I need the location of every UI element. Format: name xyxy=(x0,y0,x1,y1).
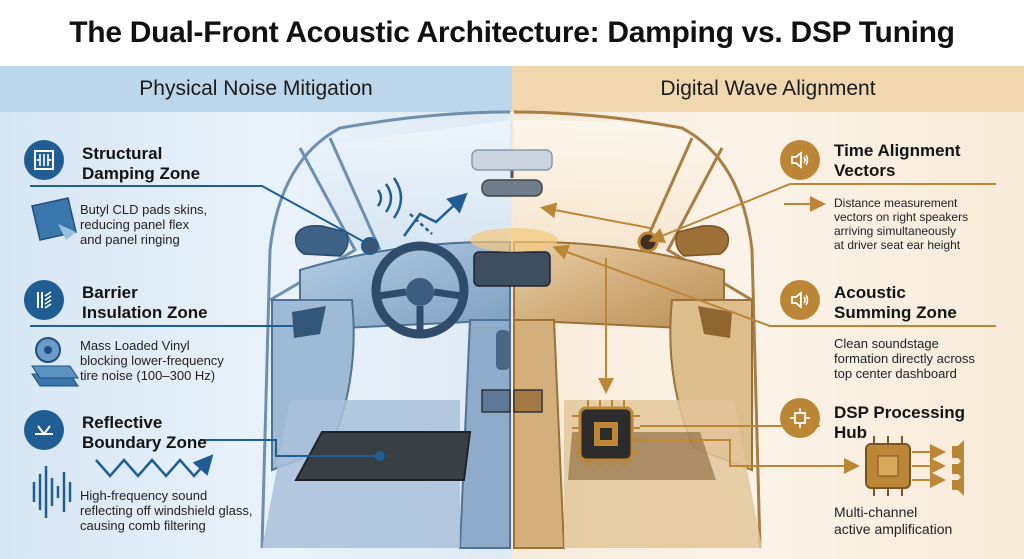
zone-desc-line: at driver seat ear height xyxy=(834,238,961,252)
roof-console xyxy=(471,149,553,171)
barrier-insulation-description: Mass Loaded Vinyl blocking lower-frequen… xyxy=(80,338,224,383)
right-section-header: Digital Wave Alignment xyxy=(512,66,1024,112)
center-console-right xyxy=(513,319,566,549)
acoustic-summing-description: Clean soundstage formation directly acro… xyxy=(834,336,975,381)
zone-desc-line: Clean soundstage xyxy=(834,336,939,351)
right-tweeter xyxy=(637,231,659,253)
dsp-hub-title: DSP Processing Hub xyxy=(834,403,965,443)
zone-title-line: Damping Zone xyxy=(82,164,201,183)
zone-title-line: Vectors xyxy=(834,161,896,180)
zone-desc-line: arriving simultaneously xyxy=(834,224,957,238)
zone-desc-line: High-frequency sound xyxy=(80,488,208,503)
left-tweeter xyxy=(361,237,379,255)
zone-desc-line: reducing panel flex xyxy=(80,217,190,232)
structural-damping-icon xyxy=(24,140,64,180)
zone-title-line: Acoustic xyxy=(834,283,906,302)
zone-desc-line: formation directly across xyxy=(834,351,975,366)
door-handle-right xyxy=(698,306,732,338)
reflective-boundary-icon xyxy=(24,410,64,450)
zone-title-line: DSP Processing xyxy=(834,403,966,422)
title-bar: The Dual-Front Acoustic Architecture: Da… xyxy=(0,0,1024,66)
butyl-pad-icon xyxy=(31,197,77,241)
barrier-insulation-title: Barrier Insulation Zone xyxy=(82,283,208,323)
time-alignment-title: Time Alignment Vectors xyxy=(834,141,961,181)
zone-title-line: Insulation Zone xyxy=(82,303,208,322)
leader-lines-left xyxy=(30,185,385,461)
zone-title-line: Boundary Zone xyxy=(82,433,207,452)
zone-title-line: Reflective xyxy=(82,413,163,432)
zone-desc-line: Distance measurement xyxy=(834,196,958,210)
structural-damping-title: Structural Damping Zone xyxy=(82,144,200,184)
output-speaker-icons xyxy=(952,440,964,496)
zigzag-reflection-arrows xyxy=(95,454,214,478)
zone-desc-line: Multi-channel xyxy=(834,504,918,520)
cabin-frame-left xyxy=(260,110,511,549)
zone-title-line: Time Alignment xyxy=(834,141,961,160)
vinyl-roll-icon xyxy=(31,337,79,387)
zone-title-line: Summing Zone xyxy=(834,303,957,322)
zone-desc-line: causing comb filtering xyxy=(80,518,206,533)
zone-desc-line: vectors on right speakers xyxy=(834,210,969,224)
sound-wave-icon xyxy=(32,466,72,518)
zone-title-line: Structural xyxy=(82,144,163,163)
zone-desc-line: Mass Loaded Vinyl xyxy=(80,338,190,353)
zone-desc-line: Butyl CLD pads skins, xyxy=(80,202,208,217)
acoustic-summing-speaker-icon xyxy=(780,280,820,320)
amplifier-chip xyxy=(865,436,946,496)
gear-shifter xyxy=(496,330,510,370)
windshield xyxy=(300,120,722,250)
zone-desc-line: active amplification xyxy=(834,521,953,537)
reflective-boundary-title: Reflective Boundary Zone xyxy=(82,413,207,453)
zone-title-line: Barrier xyxy=(82,283,138,302)
dsp-chip xyxy=(572,400,640,468)
side-mirror-left xyxy=(294,224,349,257)
acoustic-summing-title: Acoustic Summing Zone xyxy=(834,283,957,323)
zone-title-line: Hub xyxy=(834,423,868,442)
time-alignment-speaker-icon xyxy=(780,140,820,180)
zone-desc-line: top center dashboard xyxy=(834,366,957,381)
steering-wheel xyxy=(371,241,469,339)
page-title: The Dual-Front Acoustic Architecture: Da… xyxy=(69,16,955,49)
dsp-circuit-board-icon xyxy=(780,398,820,438)
air-vents xyxy=(481,389,543,413)
time-alignment-description: Distance measurement vectors on right sp… xyxy=(834,196,968,252)
zone-desc-line: blocking lower-frequency xyxy=(80,353,224,368)
left-section-header: Physical Noise Mitigation xyxy=(0,66,512,112)
barrier-insulation-icon xyxy=(24,280,64,320)
windshield-reflection-wave xyxy=(376,177,468,237)
structural-damping-description: Butyl CLD pads skins, reducing panel fle… xyxy=(80,202,207,247)
summing-zone-glow xyxy=(470,228,558,252)
leader-lines-right xyxy=(540,183,996,474)
reflective-boundary-description: High-frequency sound reflecting off wind… xyxy=(80,488,252,533)
door-handle-left xyxy=(292,306,326,338)
dsp-hub-description: Multi-channel active amplification xyxy=(834,504,952,538)
zone-desc-line: reflecting off windshield glass, xyxy=(80,503,253,518)
center-display xyxy=(473,251,551,287)
side-mirror-right xyxy=(675,224,730,257)
zone-desc-line: and panel ringing xyxy=(80,232,180,247)
zone-desc-line: tire noise (100–300 Hz) xyxy=(80,368,216,383)
